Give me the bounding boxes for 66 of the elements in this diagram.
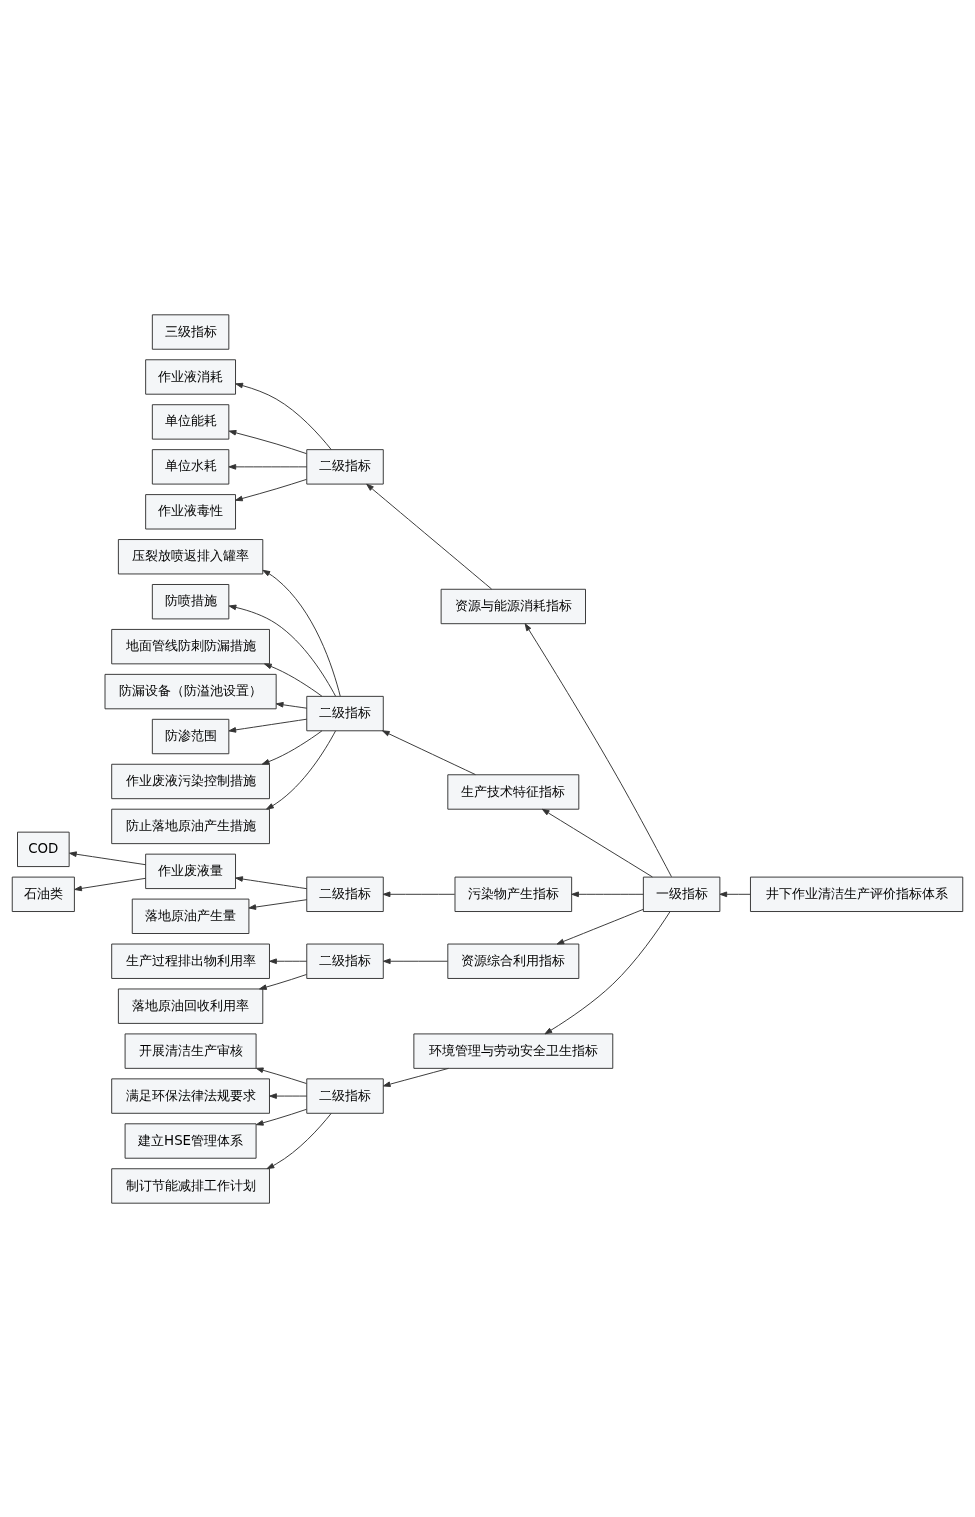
node-box: 单位水耗 — [151, 448, 230, 485]
arrow — [382, 957, 449, 964]
arrow — [228, 429, 307, 454]
node-box: 防喷措施 — [151, 583, 230, 619]
node-box: 环境管理与劳动安全卫生指标 — [413, 1032, 614, 1069]
arrow — [259, 973, 307, 990]
arrow — [255, 1108, 307, 1126]
arrow — [228, 604, 337, 697]
node-box: 制订节能减排工作计划 — [111, 1167, 270, 1204]
node-box: 单位能耗 — [151, 403, 230, 440]
arrow — [74, 877, 147, 891]
node-box: 三级指标 — [151, 313, 230, 350]
node-box: 资源与能源消耗指标 — [440, 588, 586, 624]
arrow — [269, 957, 308, 964]
node-box: 二级指标 — [306, 695, 384, 731]
node-box: 落地原油产生量 — [131, 898, 250, 934]
arrow — [235, 478, 307, 501]
node-box: 作业废液污染控制措施 — [111, 763, 270, 799]
arrow — [544, 910, 671, 1034]
node-box: 防渗范围 — [151, 718, 230, 754]
arrow — [248, 898, 308, 910]
arrow — [556, 908, 644, 944]
arrow — [262, 569, 341, 697]
node-box: 建立HSE管理体系 — [124, 1122, 257, 1159]
node-box: 作业液消耗 — [145, 358, 236, 395]
arrow — [382, 729, 476, 775]
node-box: 资源综合利用指标 — [447, 943, 580, 979]
arrow — [255, 1066, 307, 1084]
node-box: 二级指标 — [306, 1077, 384, 1114]
node-box: 满足环保法律法规要求 — [111, 1077, 270, 1114]
arrow — [69, 850, 147, 865]
arrow — [269, 1092, 308, 1099]
arrow — [264, 662, 323, 697]
node-box: 石油类 — [11, 876, 75, 912]
arrow — [235, 875, 308, 889]
node-box: 开展清洁生产审核 — [124, 1032, 257, 1069]
node-box: 污染物产生指标 — [454, 876, 573, 912]
node-box: 作业废液量 — [145, 853, 236, 889]
arrow — [366, 483, 493, 590]
arrow — [261, 729, 323, 765]
node-box: COD — [17, 831, 70, 867]
arrow — [571, 891, 644, 897]
arrow — [228, 718, 308, 733]
node-box: 防止落地原油产生措施 — [111, 808, 270, 844]
arrow — [382, 1067, 449, 1087]
node-box: 井下作业清洁生产评价指标体系 — [750, 876, 964, 912]
node-box: 落地原油回收利用率 — [117, 988, 264, 1024]
arrow — [524, 622, 672, 877]
node-box: 一级指标 — [642, 876, 721, 912]
arrow — [266, 1112, 332, 1169]
arrow — [275, 701, 308, 709]
node-box: 生产过程排出物利用率 — [111, 943, 270, 979]
node-box: 地面管线防刺防漏措施 — [111, 628, 270, 664]
node-box: 防漏设备（防溢池设置） — [104, 673, 277, 709]
arrow — [719, 891, 751, 897]
node-box: 压裂放喷返排入罐率 — [117, 538, 264, 574]
arrow — [541, 808, 653, 877]
node-box: 二级指标 — [306, 876, 384, 912]
arrow — [228, 463, 308, 470]
node-box: 作业液毒性 — [145, 493, 236, 529]
node-box: 二级指标 — [306, 448, 384, 485]
node-box: 二级指标 — [306, 943, 384, 979]
arrow — [266, 729, 337, 810]
node-box: 生产技术特征指标 — [447, 773, 580, 810]
arrow — [382, 891, 456, 897]
arrow — [235, 382, 332, 450]
